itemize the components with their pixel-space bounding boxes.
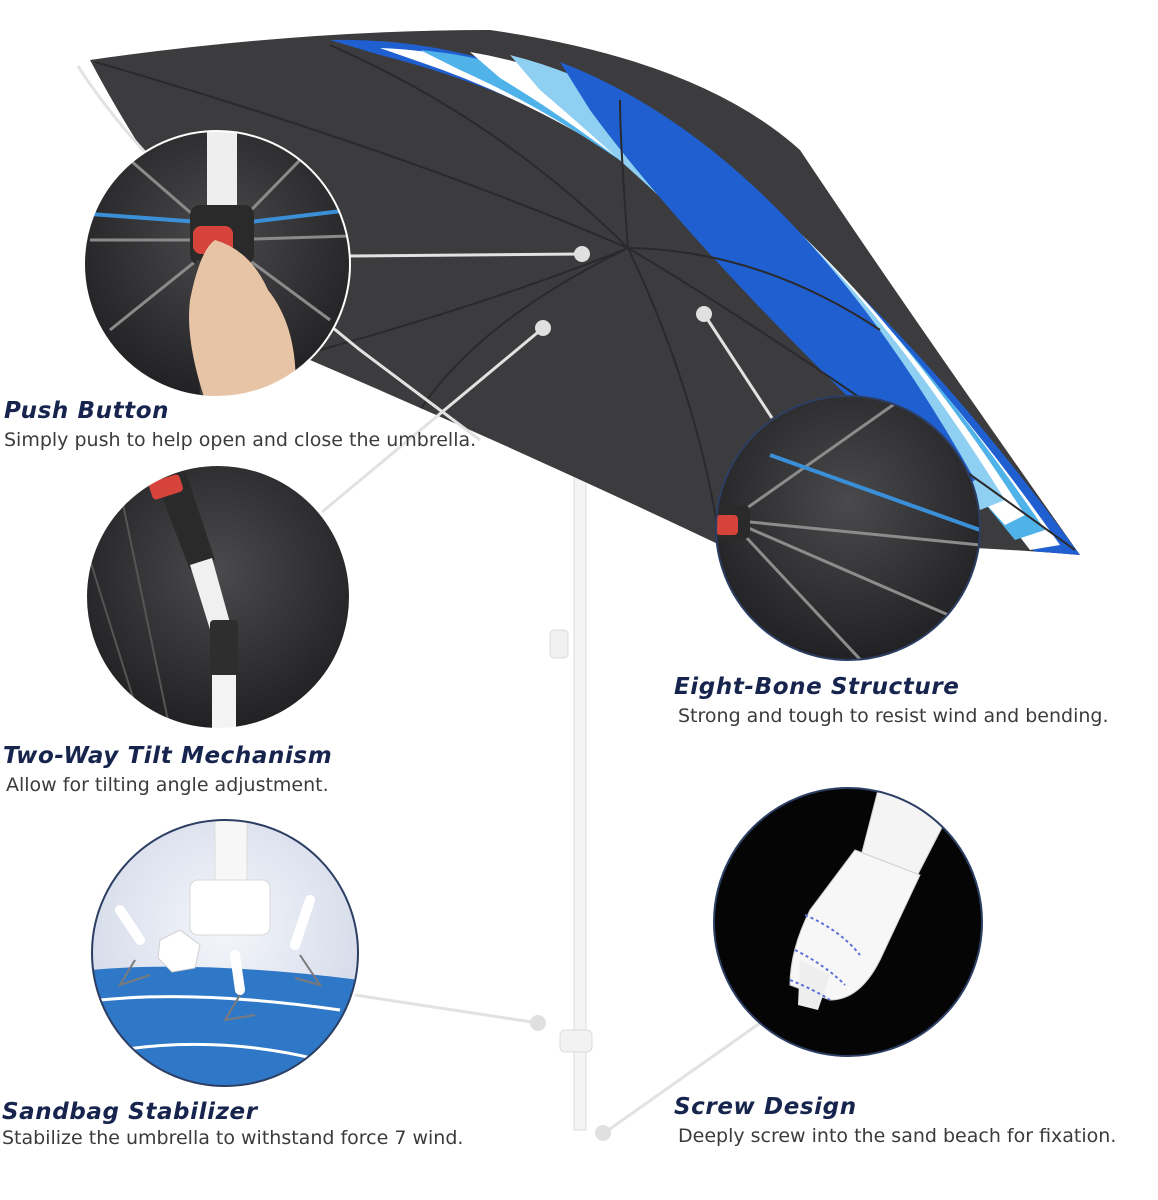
feature-description: Stabilize the umbrella to withstand forc… <box>2 1127 464 1149</box>
feature-description: Simply push to help open and close the u… <box>4 429 477 451</box>
feature-two-way-tilt: Two-Way Tilt Mechanism Allow for tilting… <box>3 743 332 796</box>
feature-push-button: Push Button Simply push to help open and… <box>4 398 476 451</box>
feature-title: Eight-Bone Structure <box>674 674 960 700</box>
feature-title: Sandbag Stabilizer <box>2 1099 258 1125</box>
feature-description: Strong and tough to resist wind and bend… <box>678 705 1109 727</box>
screw-design-detail-image <box>713 787 983 1057</box>
tilt-mechanism-detail-image <box>85 464 351 730</box>
feature-title: Screw Design <box>674 1094 857 1120</box>
feature-title: Push Button <box>4 398 170 424</box>
callout-dots <box>530 246 712 1141</box>
feature-screw-design: Screw Design Deeply screw into the sand … <box>674 1094 1116 1147</box>
push-button-detail-image <box>83 130 351 398</box>
feature-sandbag-stabilizer: Sandbag Stabilizer Stabilize the umbrell… <box>2 1099 463 1149</box>
feature-description: Allow for tilting angle adjustment. <box>6 774 329 796</box>
sandbag-stabilizer-detail-image <box>91 819 359 1087</box>
feature-title: Two-Way Tilt Mechanism <box>3 743 333 769</box>
feature-eight-bone-structure: Eight-Bone Structure Strong and tough to… <box>674 674 1109 727</box>
eight-bone-structure-detail-image <box>715 395 981 661</box>
feature-description: Deeply screw into the sand beach for fix… <box>678 1125 1117 1147</box>
